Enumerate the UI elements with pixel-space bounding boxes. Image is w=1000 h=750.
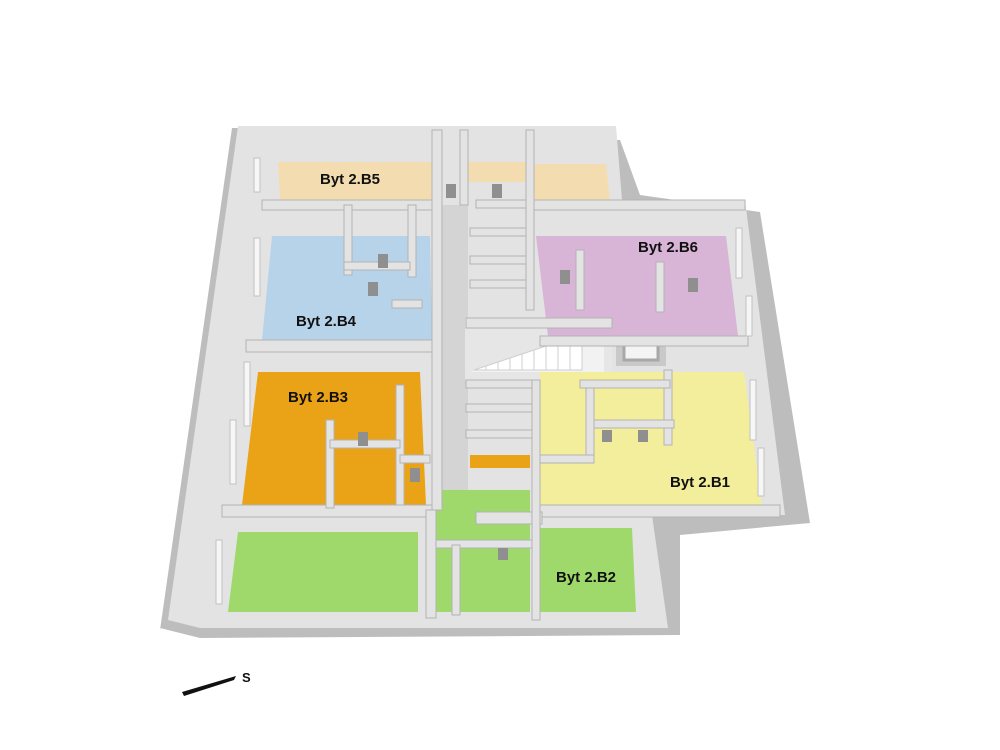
apartment-b2-label: Byt 2.B2: [556, 569, 616, 586]
apartment-b2[interactable]: Byt 2.B2: [540, 528, 636, 612]
stair-step: [521, 349, 535, 371]
apartment-b1[interactable]: Byt 2.B1: [540, 372, 762, 505]
apartment-b2-floor: [540, 528, 636, 612]
exterior-windows: [215, 157, 765, 605]
compass-arrow-icon: [182, 676, 236, 696]
apartment-b6-floor: [536, 236, 738, 336]
corridor-floor: [440, 205, 468, 490]
compass: S: [182, 670, 251, 696]
apartment-b6[interactable]: Byt 2.B6: [536, 236, 738, 336]
apartment-b1-floor: [540, 372, 762, 505]
apartment-b3-label: Byt 2.B3: [288, 389, 348, 406]
stair-step: [533, 345, 547, 371]
apartment-b4-label: Byt 2.B4: [296, 313, 357, 330]
compass-direction-label: S: [242, 670, 251, 685]
apartment-b5-floor: [278, 162, 438, 200]
apartment-b5-floor-hall: [465, 162, 526, 182]
apartment-b6-label: Byt 2.B6: [638, 239, 698, 256]
apartment-b3-floor-hall: [470, 455, 530, 468]
interior-walls: [221, 129, 781, 621]
apartment-b5-label: Byt 2.B5: [320, 171, 380, 188]
apartment-b1-label: Byt 2.B1: [670, 474, 730, 491]
doors: [358, 184, 698, 560]
apartment-b5-floor-east: [528, 164, 610, 200]
apartment-unlabeled-floor-hall: [436, 490, 530, 612]
apartment-b5[interactable]: Byt 2.B5: [278, 162, 610, 200]
apartment-unlabeled-floor: [228, 532, 418, 612]
